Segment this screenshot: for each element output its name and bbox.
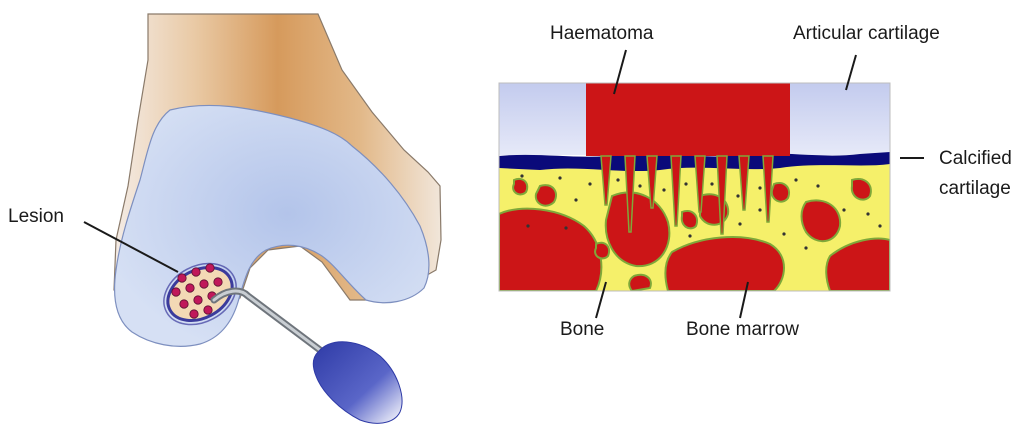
bone-speckle (564, 226, 567, 229)
bone-speckle (794, 178, 797, 181)
drill-hole-dot (194, 296, 202, 304)
articular-cartilage-label: Articular cartilage (793, 23, 940, 44)
bone-marrow-region (802, 200, 841, 241)
haematoma-clot (586, 83, 790, 156)
drill-hole-dot (204, 306, 212, 314)
bone-speckle (574, 198, 577, 201)
bone-speckle (782, 232, 785, 235)
drill-hole-dot (200, 280, 208, 288)
bone-marrow-region (772, 183, 789, 202)
drill-hole-dot (178, 274, 186, 282)
cross-section-panel: Haematoma Articular cartilage Calcified … (499, 23, 1012, 340)
calcified-cartilage-label-line2: cartilage (939, 178, 1011, 199)
bone-marrow-region (595, 243, 609, 259)
drill-hole-dot (190, 310, 198, 318)
bone-speckle (662, 188, 665, 191)
drill-hole-dot (214, 278, 222, 286)
bone-speckle (804, 246, 807, 249)
bone-speckle (738, 222, 741, 225)
bone-label: Bone (560, 319, 604, 340)
bone-speckle (558, 176, 561, 179)
femur-illustration: Lesion (8, 14, 441, 423)
bone-marrow-region (852, 179, 871, 200)
bone-speckle (588, 182, 591, 185)
bone-marrow-region (513, 179, 527, 195)
drill-hole-dot (206, 264, 214, 272)
bone-speckle (842, 208, 845, 211)
bone-speckle (520, 174, 523, 177)
bone-marrow-region (536, 185, 556, 206)
lesion-label: Lesion (8, 206, 64, 227)
bone-speckle (736, 194, 739, 197)
bone-marrow-label: Bone marrow (686, 319, 799, 340)
bone-speckle (758, 208, 761, 211)
bone-marrow-region (629, 275, 651, 291)
calcified-cartilage-label-line1: Calcified (939, 148, 1012, 169)
bone-speckle (878, 224, 881, 227)
drill-hole-dot (186, 284, 194, 292)
bone-speckle (616, 178, 619, 181)
haematoma-label: Haematoma (550, 23, 654, 44)
drill-hole-dot (192, 268, 200, 276)
drill-hole-dot (172, 288, 180, 296)
bone-speckle (758, 186, 761, 189)
microfracture-awl (214, 291, 402, 423)
bone-speckle (866, 212, 869, 215)
awl-handle (313, 342, 402, 423)
bone-speckle (684, 182, 687, 185)
bone-speckle (816, 184, 819, 187)
bone-speckle (638, 184, 641, 187)
bone-speckle (688, 234, 691, 237)
bone-speckle (710, 182, 713, 185)
bone-marrow-region (682, 211, 697, 228)
drill-hole-dot (180, 300, 188, 308)
bone-speckle (526, 224, 529, 227)
